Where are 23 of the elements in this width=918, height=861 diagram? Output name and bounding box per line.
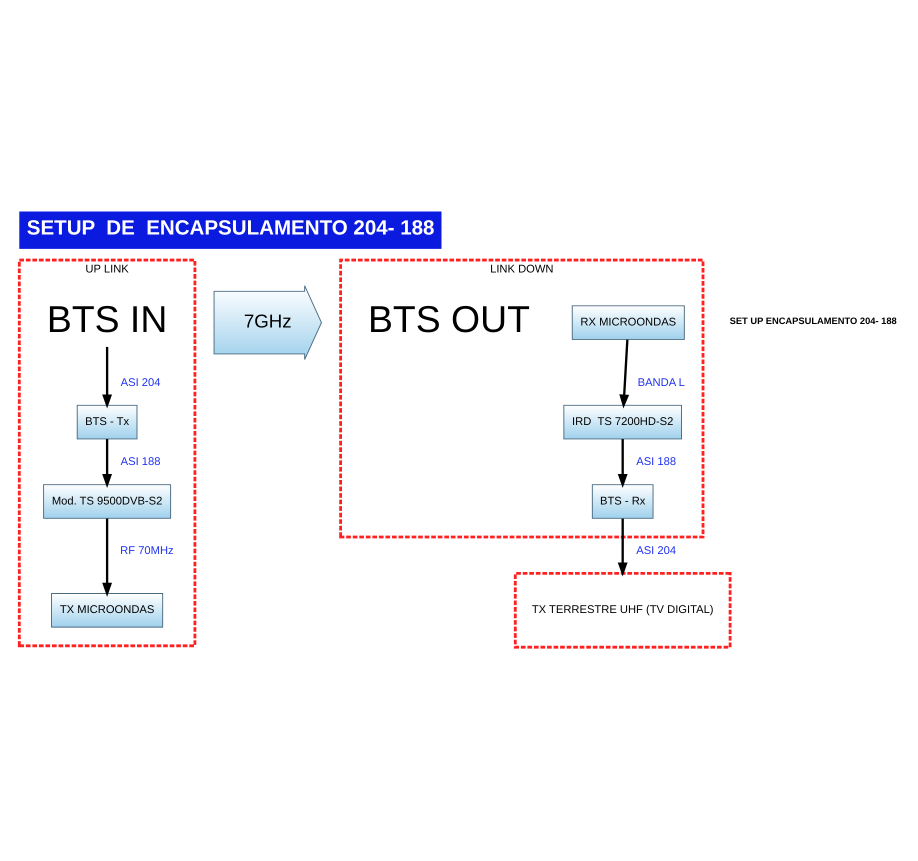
edge-label: ASI 204 [636,544,676,557]
node-box: Mod. TS 9500DVB-S2 [43,484,172,519]
arrow [102,518,112,597]
node-box: RX MICROONDAS [572,305,685,340]
node-box: TX TERRESTRE UHF (TV DIGITAL) [514,572,732,649]
edge-label: ASI 188 [120,456,160,468]
node-box: BTS - Tx [76,404,138,440]
edge-label: BANDA L [638,376,685,389]
node-box: BTS - Rx [592,484,654,519]
node-box: IRD TS 7200HD-S2 [563,404,682,440]
arrow [102,439,112,488]
node-box: TX MICROONDAS [51,593,164,628]
node-text: BTS IN [46,298,168,340]
arrow [618,518,628,577]
edge-label: RF 70MHz [120,544,174,557]
arrow [618,439,628,488]
arrow [102,346,112,409]
node-text: BTS OUT [368,298,530,340]
caption: SET UP ENCAPSULAMENTO 204- 188 [730,316,897,326]
edge-label: ASI 188 [636,456,676,468]
diagram-title: SETUP DE ENCAPSULAMENTO 204- 188 [26,216,434,240]
arrow [619,340,630,409]
edge-label: ASI 204 [120,376,160,389]
